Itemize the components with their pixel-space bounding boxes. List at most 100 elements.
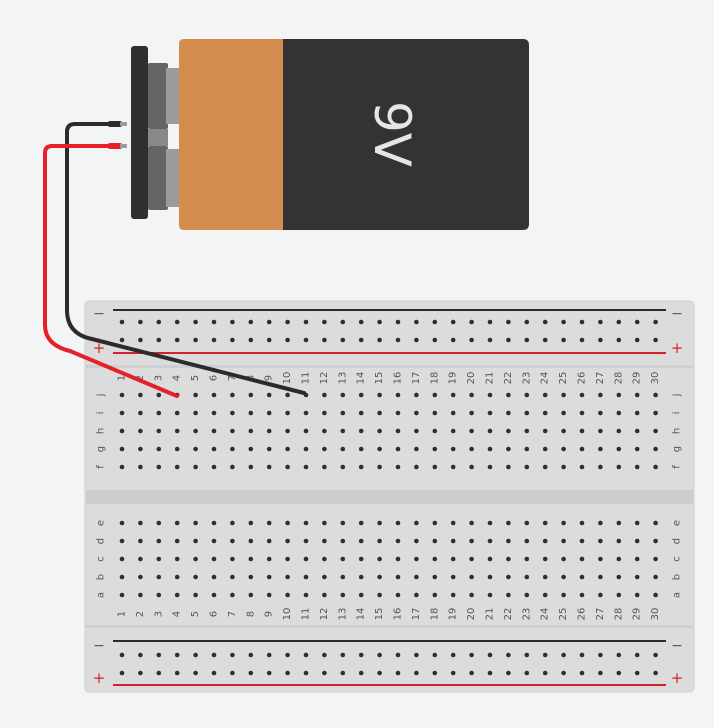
terminal-hole-c[interactable] <box>414 556 419 562</box>
terminal-hole-e[interactable] <box>377 520 382 526</box>
terminal-hole-e[interactable] <box>340 520 346 526</box>
terminal-hole-h[interactable] <box>524 428 530 434</box>
terminal-hole-e[interactable] <box>211 520 217 526</box>
rail-hole[interactable] <box>561 319 566 325</box>
rail-hole[interactable] <box>616 652 622 658</box>
rail-hole[interactable] <box>395 670 401 676</box>
terminal-hole-f[interactable] <box>579 464 585 470</box>
terminal-hole-j[interactable] <box>616 392 622 398</box>
rail-hole[interactable] <box>634 670 640 676</box>
terminal-hole-h[interactable] <box>340 428 346 434</box>
terminal-hole-j[interactable] <box>340 392 346 398</box>
rail-hole[interactable] <box>653 670 658 676</box>
terminal-hole-j[interactable] <box>506 392 511 398</box>
terminal-hole-d[interactable] <box>616 538 622 544</box>
terminal-hole-e[interactable] <box>469 520 474 526</box>
terminal-hole-d[interactable] <box>487 538 493 544</box>
terminal-hole-c[interactable] <box>432 556 438 562</box>
terminal-hole-i[interactable] <box>487 410 493 416</box>
terminal-hole-c[interactable] <box>579 556 585 562</box>
terminal-hole-g[interactable] <box>524 446 530 452</box>
rail-hole[interactable] <box>487 652 493 658</box>
rail-hole[interactable] <box>358 670 364 676</box>
rail-hole[interactable] <box>285 652 290 658</box>
terminal-hole-a[interactable] <box>561 592 566 598</box>
terminal-hole-h[interactable] <box>358 428 364 434</box>
terminal-hole-g[interactable] <box>653 446 658 452</box>
terminal-hole-a[interactable] <box>579 592 585 598</box>
terminal-hole-d[interactable] <box>561 538 566 544</box>
rail-hole[interactable] <box>138 670 143 676</box>
terminal-hole-c[interactable] <box>174 556 180 562</box>
rail-hole[interactable] <box>561 337 566 343</box>
terminal-hole-g[interactable] <box>634 446 640 452</box>
terminal-hole-e[interactable] <box>193 520 198 526</box>
terminal-hole-e[interactable] <box>561 520 566 526</box>
terminal-hole-c[interactable] <box>193 556 198 562</box>
rail-hole[interactable] <box>542 337 548 343</box>
rail-hole[interactable] <box>506 652 511 658</box>
rail-hole[interactable] <box>653 319 658 325</box>
terminal-hole-j[interactable] <box>432 392 438 398</box>
terminal-hole-i[interactable] <box>524 410 530 416</box>
rail-hole[interactable] <box>561 670 566 676</box>
terminal-hole-g[interactable] <box>506 446 511 452</box>
terminal-hole-g[interactable] <box>579 446 585 452</box>
terminal-hole-g[interactable] <box>230 446 235 452</box>
rail-hole[interactable] <box>487 670 493 676</box>
rail-hole[interactable] <box>542 652 548 658</box>
terminal-hole-h[interactable] <box>230 428 235 434</box>
rail-hole[interactable] <box>340 670 346 676</box>
terminal-hole-c[interactable] <box>119 556 125 562</box>
terminal-hole-c[interactable] <box>156 556 162 562</box>
terminal-hole-a[interactable] <box>432 592 438 598</box>
terminal-hole-e[interactable] <box>230 520 235 526</box>
rail-hole[interactable] <box>414 670 419 676</box>
terminal-hole-i[interactable] <box>579 410 585 416</box>
terminal-hole-b[interactable] <box>524 574 530 580</box>
rail-hole[interactable] <box>303 337 309 343</box>
rail-hole[interactable] <box>377 319 382 325</box>
terminal-hole-b[interactable] <box>469 574 474 580</box>
rail-hole[interactable] <box>266 670 272 676</box>
terminal-hole-b[interactable] <box>322 574 327 580</box>
terminal-hole-d[interactable] <box>285 538 290 544</box>
terminal-hole-h[interactable] <box>395 428 401 434</box>
terminal-hole-b[interactable] <box>561 574 566 580</box>
rail-hole[interactable] <box>358 337 364 343</box>
terminal-hole-e[interactable] <box>432 520 438 526</box>
rail-hole[interactable] <box>119 670 125 676</box>
rail-hole[interactable] <box>450 319 456 325</box>
rail-hole[interactable] <box>248 319 254 325</box>
terminal-hole-h[interactable] <box>653 428 658 434</box>
rail-hole[interactable] <box>377 337 382 343</box>
terminal-hole-h[interactable] <box>119 428 125 434</box>
terminal-hole-i[interactable] <box>432 410 438 416</box>
terminal-hole-g[interactable] <box>561 446 566 452</box>
terminal-hole-f[interactable] <box>266 464 272 470</box>
terminal-hole-i[interactable] <box>414 410 419 416</box>
terminal-hole-j[interactable] <box>322 392 327 398</box>
terminal-hole-e[interactable] <box>450 520 456 526</box>
terminal-hole-f[interactable] <box>322 464 327 470</box>
terminal-hole-f[interactable] <box>377 464 382 470</box>
terminal-hole-j[interactable] <box>248 392 254 398</box>
terminal-hole-h[interactable] <box>303 428 309 434</box>
rail-hole[interactable] <box>579 337 585 343</box>
rail-hole[interactable] <box>414 337 419 343</box>
terminal-hole-j[interactable] <box>230 392 235 398</box>
terminal-hole-i[interactable] <box>395 410 401 416</box>
rail-hole[interactable] <box>506 337 511 343</box>
terminal-hole-c[interactable] <box>248 556 254 562</box>
rail-hole[interactable] <box>542 670 548 676</box>
terminal-hole-d[interactable] <box>230 538 235 544</box>
terminal-hole-f[interactable] <box>524 464 530 470</box>
rail-hole[interactable] <box>414 652 419 658</box>
terminal-hole-e[interactable] <box>266 520 272 526</box>
terminal-hole-g[interactable] <box>616 446 622 452</box>
terminal-hole-c[interactable] <box>211 556 217 562</box>
terminal-hole-h[interactable] <box>450 428 456 434</box>
terminal-hole-e[interactable] <box>506 520 511 526</box>
terminal-hole-c[interactable] <box>138 556 143 562</box>
rail-hole[interactable] <box>432 670 438 676</box>
